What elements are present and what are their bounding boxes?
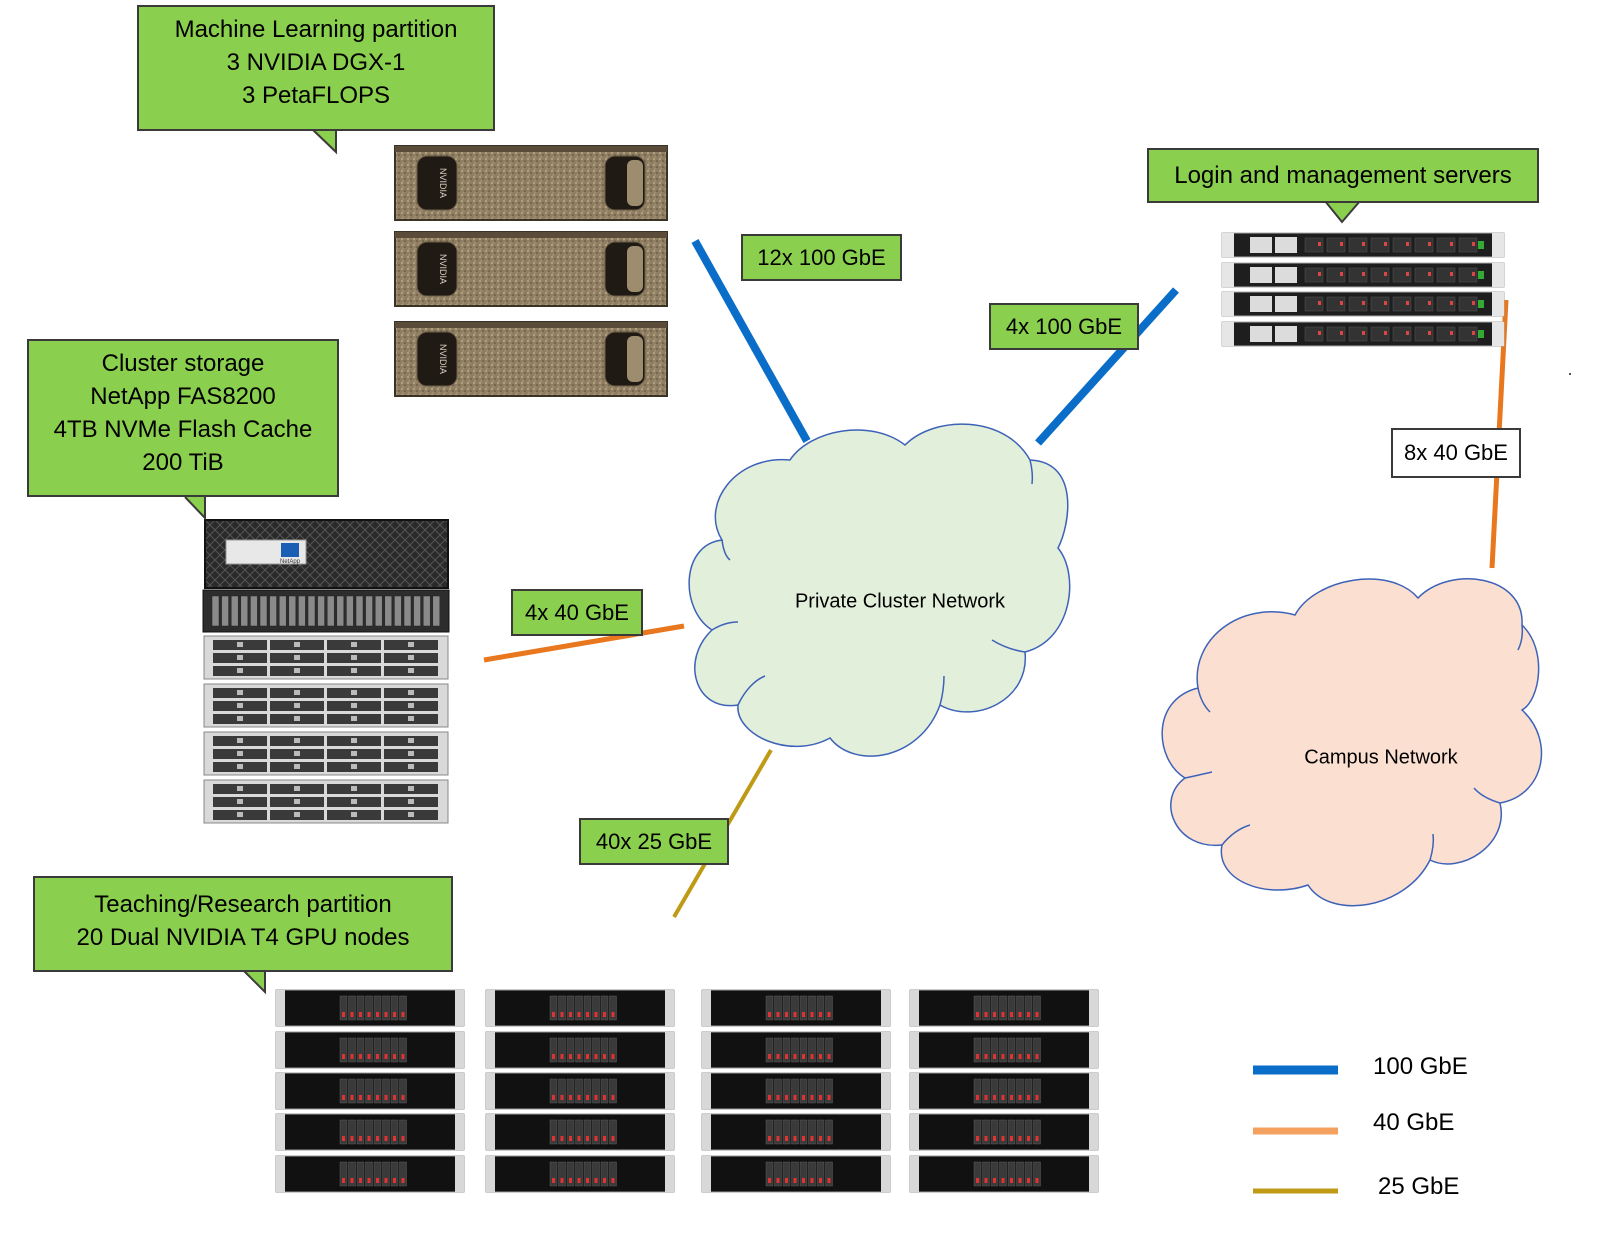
gpu-node: [485, 1072, 675, 1110]
nvidia-logo: NVIDIA: [438, 254, 448, 284]
login-server: [1221, 321, 1505, 347]
gpu-node: [909, 1155, 1099, 1193]
link-login-tag: 4x 100 GbE: [989, 303, 1139, 350]
dgx-server: NVIDIA: [394, 231, 668, 307]
link-dgx-tag: 12x 100 GbE: [741, 234, 902, 281]
link-login-line: [1035, 287, 1179, 446]
login-servers: [1221, 232, 1505, 347]
teaching-partition-callout: Teaching/Research partition 20 Dual NVID…: [33, 876, 453, 972]
link-storage-line: [483, 623, 685, 663]
callout-line: 4TB NVMe Flash Cache: [53, 416, 313, 443]
gpu-node: [275, 1072, 465, 1110]
netapp-logo: NetApp: [280, 559, 301, 565]
gpu-node: [701, 1155, 891, 1193]
gpu-node: [909, 1031, 1099, 1069]
disk-shelves: [203, 635, 449, 824]
login-server: [1221, 262, 1505, 288]
callout-line: 200 TiB: [142, 449, 224, 476]
legend-40-label: 40 GbE: [1373, 1109, 1455, 1136]
gpu-node: [909, 1113, 1099, 1151]
gpu-node: [275, 989, 465, 1027]
gpu-node: [485, 989, 675, 1027]
ml-partition-callout: Machine Learning partition 3 NVIDIA DGX-…: [137, 5, 495, 131]
private-network-label: Private Cluster Network: [794, 590, 1006, 613]
callout-line: 3 PetaFLOPS: [241, 82, 391, 109]
gpu-node: [701, 1113, 891, 1151]
callout-line: Login and management servers: [1174, 162, 1512, 189]
callout-line: 20 Dual NVIDIA T4 GPU nodes: [76, 924, 410, 951]
stray-dot: [1569, 373, 1571, 375]
gpu-node: [485, 1113, 675, 1151]
gpu-node: [485, 1155, 675, 1193]
callout-line: Teaching/Research partition: [94, 891, 392, 918]
gpu-node: [701, 1072, 891, 1110]
link-storage-tag: 4x 40 GbE: [511, 589, 643, 636]
drive-bays: [211, 595, 441, 627]
login-server: [1221, 232, 1505, 258]
private-network-cloud: [688, 423, 1071, 757]
link-campus-tag: 8x 40 GbE: [1391, 428, 1521, 478]
nvidia-logo: NVIDIA: [438, 344, 448, 374]
dgx-servers: NVIDIA NVIDIA NVIDIA: [394, 145, 668, 397]
link-dgx-line: [691, 239, 811, 443]
gpu-node: [701, 989, 891, 1027]
storage-callout: Cluster storage NetApp FAS8200 4TB NVMe …: [27, 339, 339, 497]
callout-tails: [184, 128, 1361, 995]
disk-shelf: [203, 683, 449, 728]
callout-line: Machine Learning partition: [174, 16, 458, 43]
gpu-node: [275, 1155, 465, 1193]
teaching-nodes: [275, 989, 1099, 1193]
legend-lines: [1253, 1065, 1338, 1194]
netapp-storage: NetApp: [202, 519, 450, 824]
callout-line: Cluster storage: [101, 350, 265, 377]
gpu-node: [485, 1031, 675, 1069]
gpu-node: [909, 1072, 1099, 1110]
callout-line: 3 NVIDIA DGX-1: [226, 49, 406, 76]
link-teaching-tag: 40x 25 GbE: [579, 818, 729, 865]
login-server: [1221, 291, 1505, 317]
disk-shelf: [203, 779, 449, 824]
gpu-node: [909, 989, 1099, 1027]
legend-25-label: 25 GbE: [1378, 1173, 1460, 1200]
gpu-node: [275, 1031, 465, 1069]
callout-line: NetApp FAS8200: [90, 383, 276, 410]
gpu-node: [701, 1031, 891, 1069]
nvidia-logo: NVIDIA: [438, 168, 448, 198]
gpu-node: [275, 1113, 465, 1151]
disk-shelf: [203, 731, 449, 776]
campus-network-label: Campus Network: [1304, 746, 1458, 769]
dgx-server: NVIDIA: [394, 321, 668, 397]
campus-network-cloud: [1161, 578, 1543, 907]
legend-100-label: 100 GbE: [1373, 1053, 1468, 1080]
disk-shelf: [203, 635, 449, 680]
login-servers-callout: Login and management servers: [1147, 148, 1539, 203]
dgx-server: NVIDIA: [394, 145, 668, 221]
